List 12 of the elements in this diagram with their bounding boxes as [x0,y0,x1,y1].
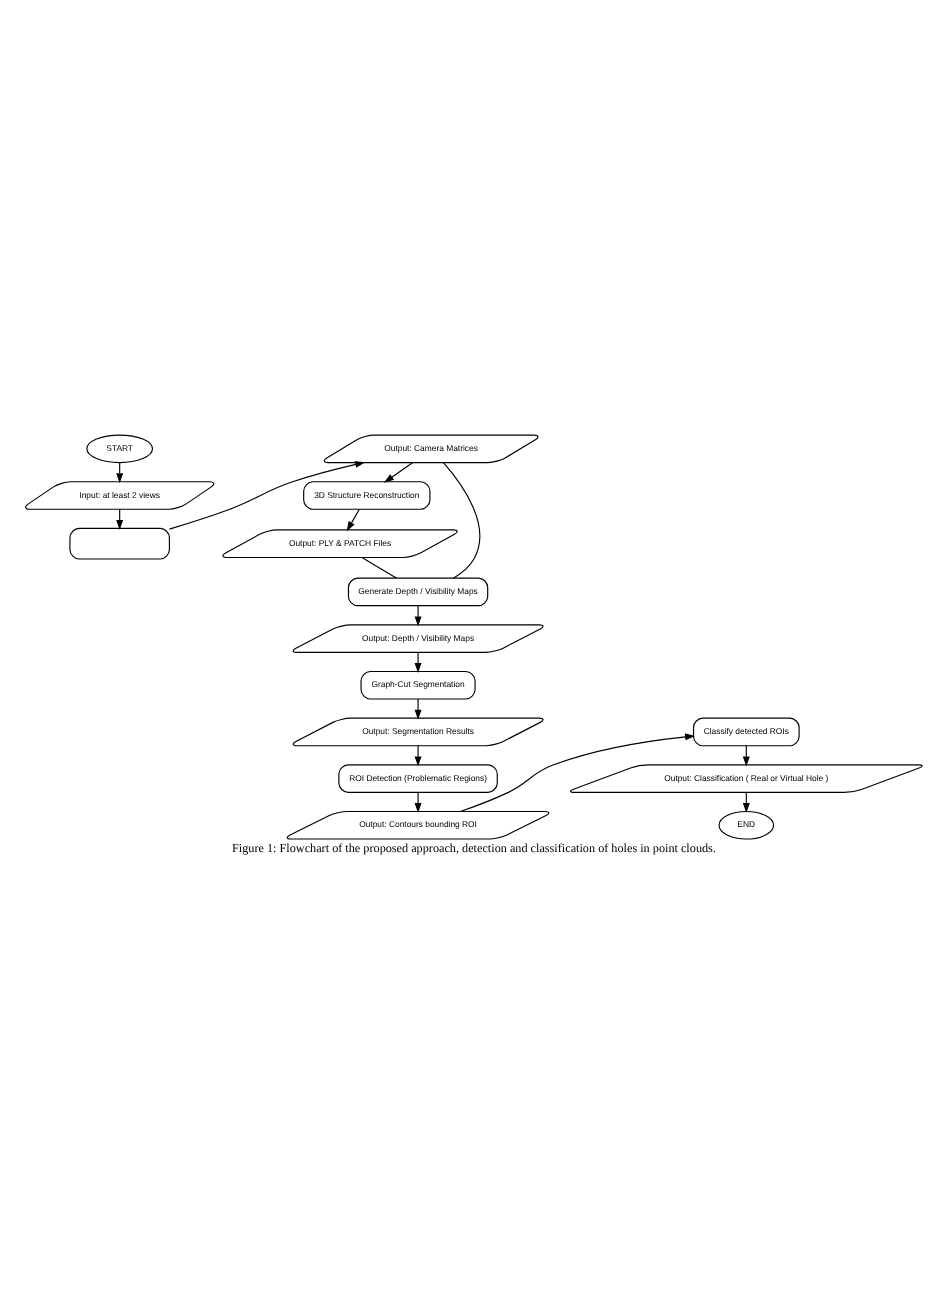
arrow [414,790,422,813]
arrow [414,744,422,766]
arrow [383,461,414,482]
connector [361,556,397,578]
arrow [346,507,360,531]
arrow [414,604,422,626]
arrow [168,460,366,529]
arrow [414,697,422,719]
node-box [69,526,170,559]
arrow [459,732,696,812]
connector [442,461,481,578]
arrow [414,650,422,673]
